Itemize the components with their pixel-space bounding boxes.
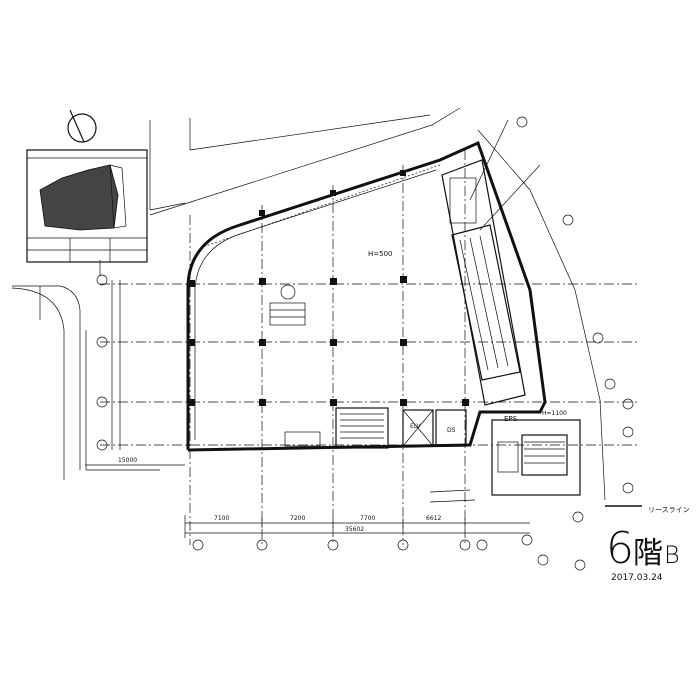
floor-kanji: 階	[633, 536, 663, 571]
dim-total: 35602	[345, 526, 364, 533]
ds-label: DS	[447, 427, 456, 434]
southeast-stair	[491, 419, 581, 496]
site-context	[11, 107, 606, 501]
h1100-label: H=1100	[542, 410, 567, 417]
height-note-label: H=500	[368, 250, 393, 258]
key-plan-inset	[26, 149, 148, 263]
grid-bubbles-bottom	[192, 511, 586, 571]
east-wing	[441, 159, 526, 406]
columns	[188, 170, 469, 406]
dim-bay-4: 6612	[426, 515, 441, 522]
grid-bubbles-right	[516, 116, 634, 494]
building-outline	[186, 140, 547, 452]
annotation-leaders	[429, 119, 541, 503]
structural-grid	[100, 150, 640, 545]
north-arrow-icon	[67, 109, 97, 143]
dimension-line-bottom	[184, 515, 530, 538]
floor-number: 6	[606, 523, 634, 574]
core-stairs	[284, 407, 467, 449]
dim-bay-1: 7100	[214, 515, 229, 522]
dimension-line-left	[85, 280, 185, 466]
lease-line-label: リースライン	[648, 506, 690, 514]
floor-title: 6階B	[606, 523, 680, 574]
dim-left: 15000	[118, 457, 137, 464]
elv-label: ELV	[410, 423, 421, 430]
room-tag	[269, 284, 306, 326]
drawing-date: 2017.03.24	[611, 573, 663, 583]
dim-bay-2: 7200	[290, 515, 305, 522]
grid-bubbles-left	[96, 274, 108, 451]
floor-suffix: B	[664, 541, 680, 569]
dim-bay-3: 7700	[360, 515, 375, 522]
eps-label: EPS	[504, 415, 518, 423]
